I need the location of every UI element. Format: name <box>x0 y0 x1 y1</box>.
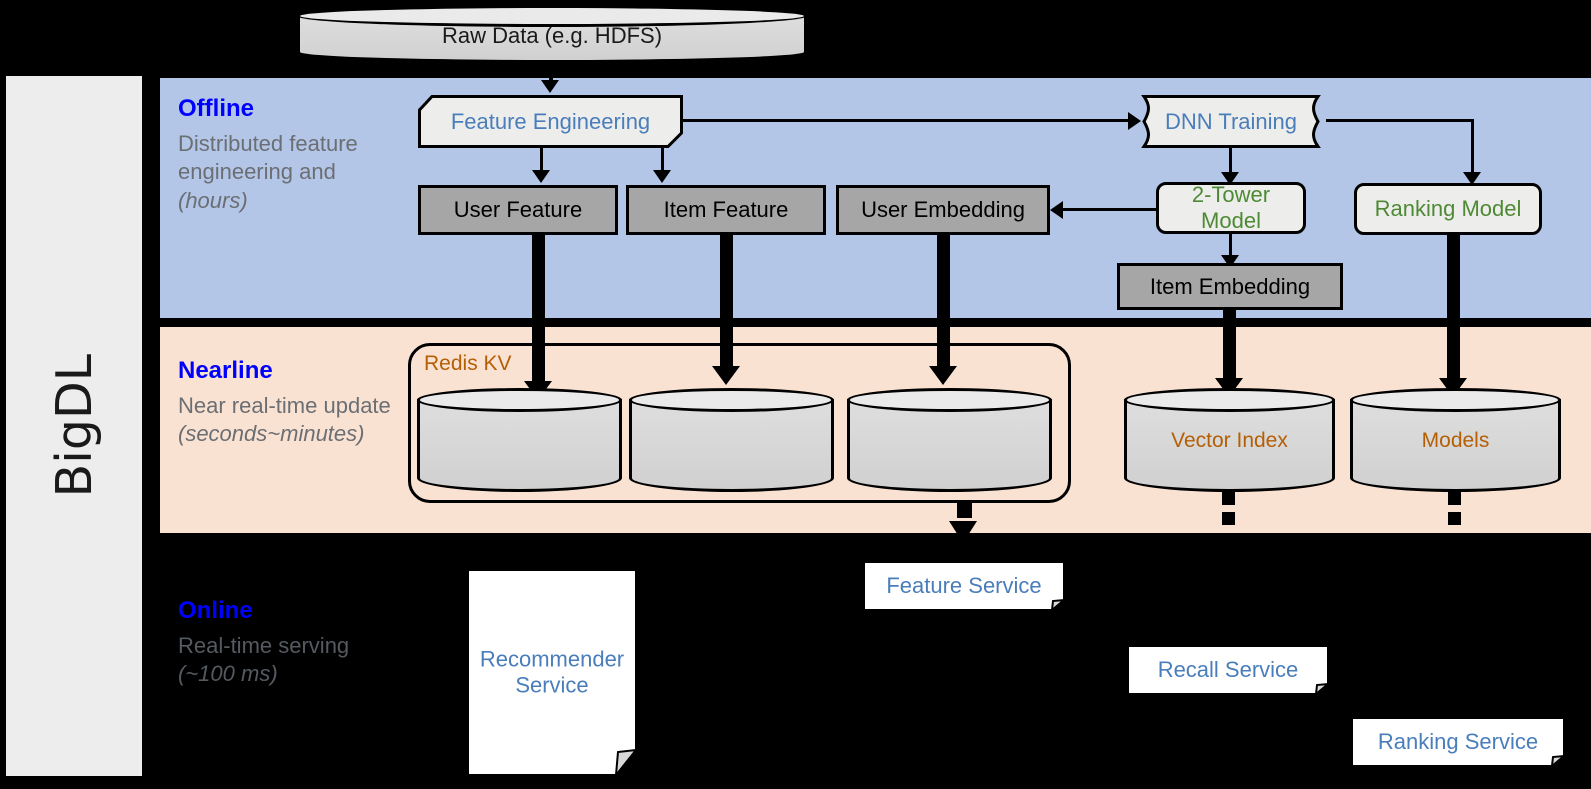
nearline-description: Near real-time update (seconds~minutes) <box>178 393 391 447</box>
note-shape <box>468 570 639 779</box>
vector-index-label: Vector Index <box>1171 428 1288 452</box>
feature-engineering-label: Feature Engineering <box>450 108 651 134</box>
connector-dnn-ranking-v <box>1471 119 1474 174</box>
vector-index-store[interactable]: Vector Index <box>1124 388 1335 492</box>
arrowhead-dnn-ranking <box>1463 172 1481 185</box>
online-description: Real-time serving (~100 ms) <box>178 633 350 687</box>
bigdl-sidebar: BigDL <box>4 74 144 778</box>
redis-kv-label: Redis KV <box>424 352 512 375</box>
cylinder-body <box>847 399 1052 492</box>
models-store[interactable]: Models <box>1350 388 1561 492</box>
recall-service-node[interactable]: Recall Service <box>1128 646 1332 697</box>
cylinder-body <box>1350 399 1561 492</box>
pipe-itemfeature-store2 <box>720 233 733 371</box>
pipe-userembedding-store3 <box>937 233 950 371</box>
arrowhead-fe-itemfeature <box>653 170 671 183</box>
stub-models-ranking-1 <box>1448 492 1461 505</box>
raw-data-store: Raw Data (e.g. HDFS) <box>297 5 807 63</box>
arrowhead-dnn-twotower <box>1221 172 1239 185</box>
offline-title: Offline <box>178 95 254 122</box>
arrowhead-redis-featureservice <box>949 521 977 543</box>
pipe-itemembedding-vectorindex <box>1223 308 1236 383</box>
connector-dnn-twotower <box>1229 148 1232 174</box>
cylinder-body <box>629 399 834 492</box>
connector-twotower-userembedding <box>1063 208 1159 211</box>
item-embedding-label: Item Embedding <box>1149 273 1311 299</box>
nearline-caption: Nearline Near real-time update (seconds~… <box>178 358 408 449</box>
note-shape <box>864 562 1068 613</box>
cylinder-body <box>417 399 622 492</box>
online-title: Online <box>178 597 253 624</box>
flag-shape <box>418 95 683 148</box>
cylinder-top <box>297 5 807 27</box>
recommender-service-node[interactable]: Recommender Service <box>468 570 639 779</box>
note-shape <box>1352 718 1568 769</box>
redis-kv-group <box>408 343 1071 503</box>
connector-rawdata-fe <box>549 63 553 83</box>
two-tower-model-node[interactable]: 2-Tower Model <box>1156 182 1306 234</box>
arrowhead-twotower-userembedding <box>1050 201 1063 219</box>
item-feature-label: Item Feature <box>663 197 789 222</box>
connector-fe-itemfeature <box>661 148 664 172</box>
card-shape <box>1141 95 1321 148</box>
dnn-training-node[interactable]: DNN Training <box>1133 95 1329 148</box>
recommender-service-label: Recommender Service <box>479 646 625 698</box>
connector-dnn-ranking-h <box>1326 119 1474 122</box>
cylinder-top <box>1350 388 1561 412</box>
connector-twotower-itemembedding <box>1229 234 1232 258</box>
connector-fe-dnn <box>683 119 1130 122</box>
offline-description: Distributed feature engineering and (hou… <box>178 131 358 213</box>
redis-store-2[interactable] <box>629 388 834 492</box>
connector-fe-userfeature <box>540 148 543 172</box>
user-embedding-label: User Embedding <box>861 197 1025 222</box>
arrowhead-userembedding-store3 <box>929 366 957 385</box>
models-label: Models <box>1421 428 1490 452</box>
dnn-training-label: DNN Training <box>1164 108 1298 134</box>
feature-service-node[interactable]: Feature Service <box>864 562 1068 613</box>
arrowhead-rawdata-fe <box>541 80 559 93</box>
online-caption: Online Real-time serving (~100 ms) <box>178 598 393 689</box>
user-embedding-node[interactable]: User Embedding <box>836 185 1050 235</box>
nearline-title: Nearline <box>178 357 273 384</box>
feature-service-label: Feature Service <box>886 572 1042 598</box>
feature-engineering-node[interactable]: Feature Engineering <box>418 95 683 148</box>
arrowhead-itemfeature-store2 <box>712 366 740 385</box>
stub-redis-featureservice <box>957 503 972 518</box>
cylinder-top <box>1124 388 1335 412</box>
cylinder-top <box>847 388 1052 412</box>
cylinder-top <box>417 388 622 412</box>
redis-store-3[interactable] <box>847 388 1052 492</box>
pipe-rankingmodel-models <box>1447 233 1460 383</box>
cylinder-top <box>629 388 834 412</box>
two-tower-model-label: 2-Tower Model <box>1191 182 1271 233</box>
recall-service-label: Recall Service <box>1157 656 1299 682</box>
item-embedding-node[interactable]: Item Embedding <box>1117 263 1343 310</box>
item-feature-node[interactable]: Item Feature <box>626 185 826 235</box>
ranking-model-label: Ranking Model <box>1374 196 1522 221</box>
pipe-userfeature-store1 <box>532 233 545 386</box>
note-shape <box>1128 646 1332 697</box>
stub-vectorindex-recall-2 <box>1222 512 1235 525</box>
ranking-service-node[interactable]: Ranking Service <box>1352 718 1568 769</box>
bigdl-label: BigDL <box>45 354 103 498</box>
stub-models-ranking-2 <box>1448 512 1461 525</box>
user-feature-label: User Feature <box>453 197 583 222</box>
ranking-service-label: Ranking Service <box>1377 728 1539 754</box>
stub-vectorindex-recall-1 <box>1222 492 1235 505</box>
redis-store-1[interactable] <box>417 388 622 492</box>
user-feature-node[interactable]: User Feature <box>418 185 618 235</box>
arrowhead-fe-userfeature <box>532 170 550 183</box>
ranking-model-node[interactable]: Ranking Model <box>1354 183 1542 235</box>
arrowhead-fe-dnn <box>1128 112 1141 130</box>
offline-caption: Offline Distributed feature engineering … <box>178 96 393 215</box>
cylinder-body <box>1124 399 1335 492</box>
raw-data-label: Raw Data (e.g. HDFS) <box>441 23 663 49</box>
